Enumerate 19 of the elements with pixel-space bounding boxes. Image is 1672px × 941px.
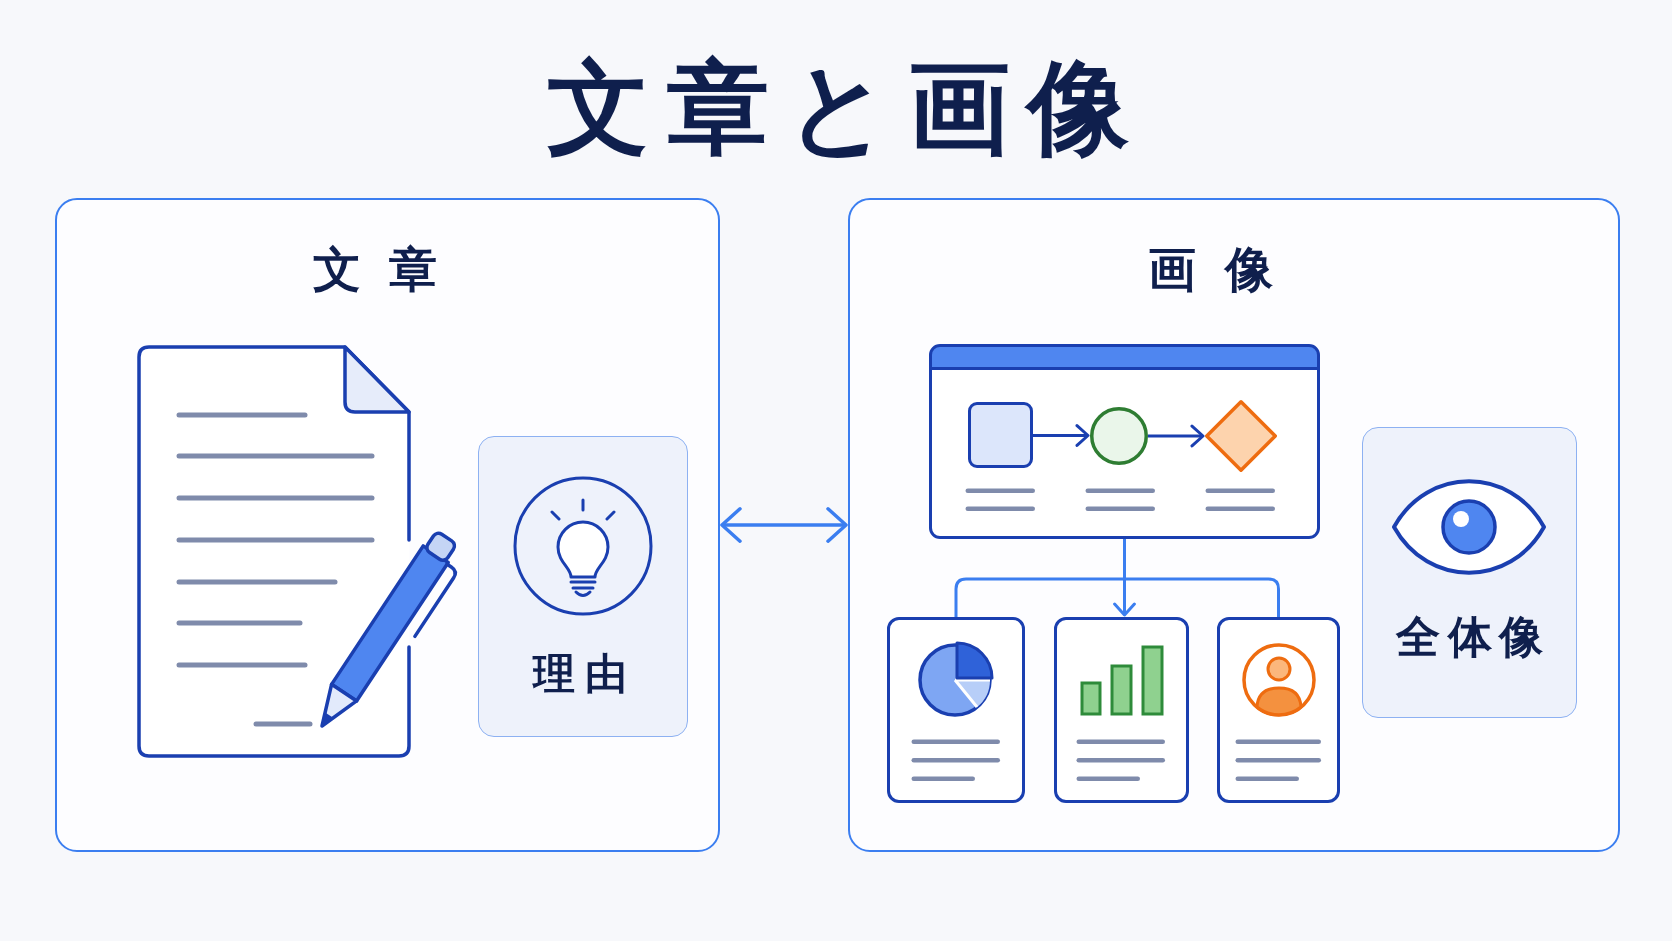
arrow <box>1148 424 1205 448</box>
section-heading: 画像 <box>1147 245 1273 293</box>
connector-line <box>1123 539 1280 617</box>
label-card <box>1362 427 1577 718</box>
icon-caption: 全体像 <box>1396 614 1543 659</box>
label-card <box>478 436 688 737</box>
flow-circle <box>1090 407 1148 465</box>
icon-caption: 理由 <box>532 652 627 695</box>
flow-square <box>968 402 1033 468</box>
section-panel <box>55 198 720 852</box>
arrow <box>1033 424 1090 447</box>
flow-diamond <box>1205 400 1277 472</box>
section-panel <box>848 198 1620 852</box>
chart-card <box>1054 617 1189 803</box>
chart-card <box>887 617 1025 803</box>
app-window <box>929 344 1320 539</box>
double-arrow <box>720 507 848 543</box>
section-heading: 文章 <box>313 245 437 293</box>
profile-card <box>1217 617 1340 803</box>
